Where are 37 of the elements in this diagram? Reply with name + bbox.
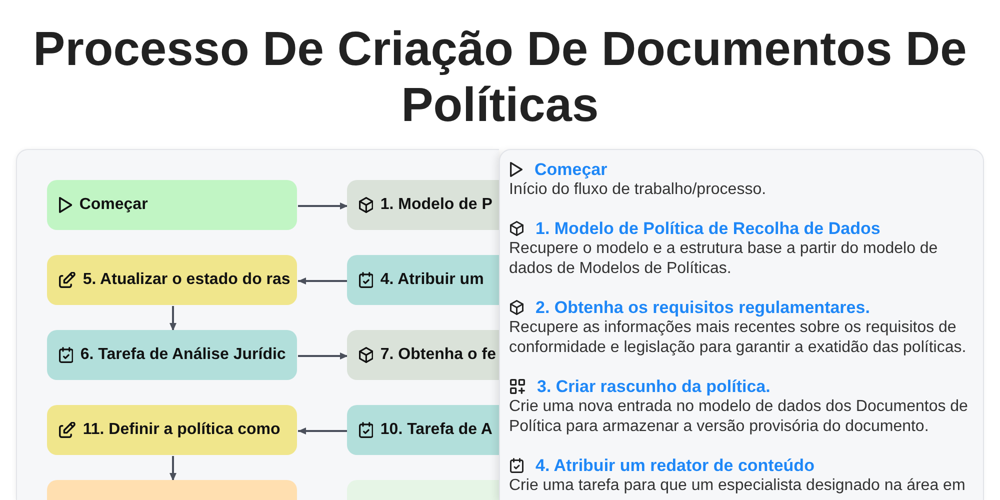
process-box xyxy=(347,330,499,380)
step-description: Crie uma nova entrada no modelo de dados dos Documentos de Política para armazenar a versão provisória do documento. xyxy=(509,397,969,437)
process-box xyxy=(347,255,499,305)
step-heading: 1. Modelo de Política de Recolha de Dados xyxy=(536,218,880,239)
details-panel xyxy=(499,149,984,500)
process-box xyxy=(47,480,297,500)
step-label: Começar xyxy=(79,195,148,215)
step-label: 11. Definir a política como xyxy=(82,420,280,440)
step-description: Recupere as informações mais recentes sobre os requisitos de conformidade e legislação para garantir a exatidão das políticas. xyxy=(509,318,968,358)
step-description: Início do fluxo de trabalho/processo. xyxy=(509,180,768,200)
step-label: 6. Tarefa de Análise Jurídic xyxy=(80,345,286,365)
process-box xyxy=(47,180,297,230)
step-heading: Começar xyxy=(534,159,608,180)
diagram-title: Processo De Criação De Documentos De Políticas xyxy=(32,22,968,134)
arrow xyxy=(170,456,176,481)
step-label: 1. Modelo de P xyxy=(380,195,492,215)
arrow xyxy=(298,352,348,360)
arrow xyxy=(298,202,348,210)
process-box xyxy=(347,180,499,230)
process-box xyxy=(47,255,297,305)
process-box xyxy=(347,405,499,455)
step-label: 5. Atualizar o estado do ras xyxy=(82,270,290,290)
process-box xyxy=(47,330,297,380)
step-label: 4. Atribuir um xyxy=(380,270,484,290)
step-description: Recupere o modelo e a estrutura base a partir do modelo de dados de Modelos de Políticas. xyxy=(509,239,939,279)
step-heading: 2. Obtenha os requisitos regulamentares. xyxy=(536,297,870,318)
process-box xyxy=(347,480,499,500)
arrow xyxy=(298,278,348,284)
step-label: 7. Obtenha o fe xyxy=(380,345,496,365)
step-label: 10. Tarefa de A xyxy=(380,420,492,440)
arrow xyxy=(170,306,176,331)
flow-panel xyxy=(16,149,499,500)
step-heading: 3. Criar rascunho da política. xyxy=(537,376,770,397)
step-heading: 4. Atribuir um redator de conteúdo xyxy=(536,455,814,476)
step-description: Crie uma tarefa para que um especialista designado na área em xyxy=(509,476,966,496)
process-box xyxy=(47,405,297,455)
arrow xyxy=(298,428,348,434)
